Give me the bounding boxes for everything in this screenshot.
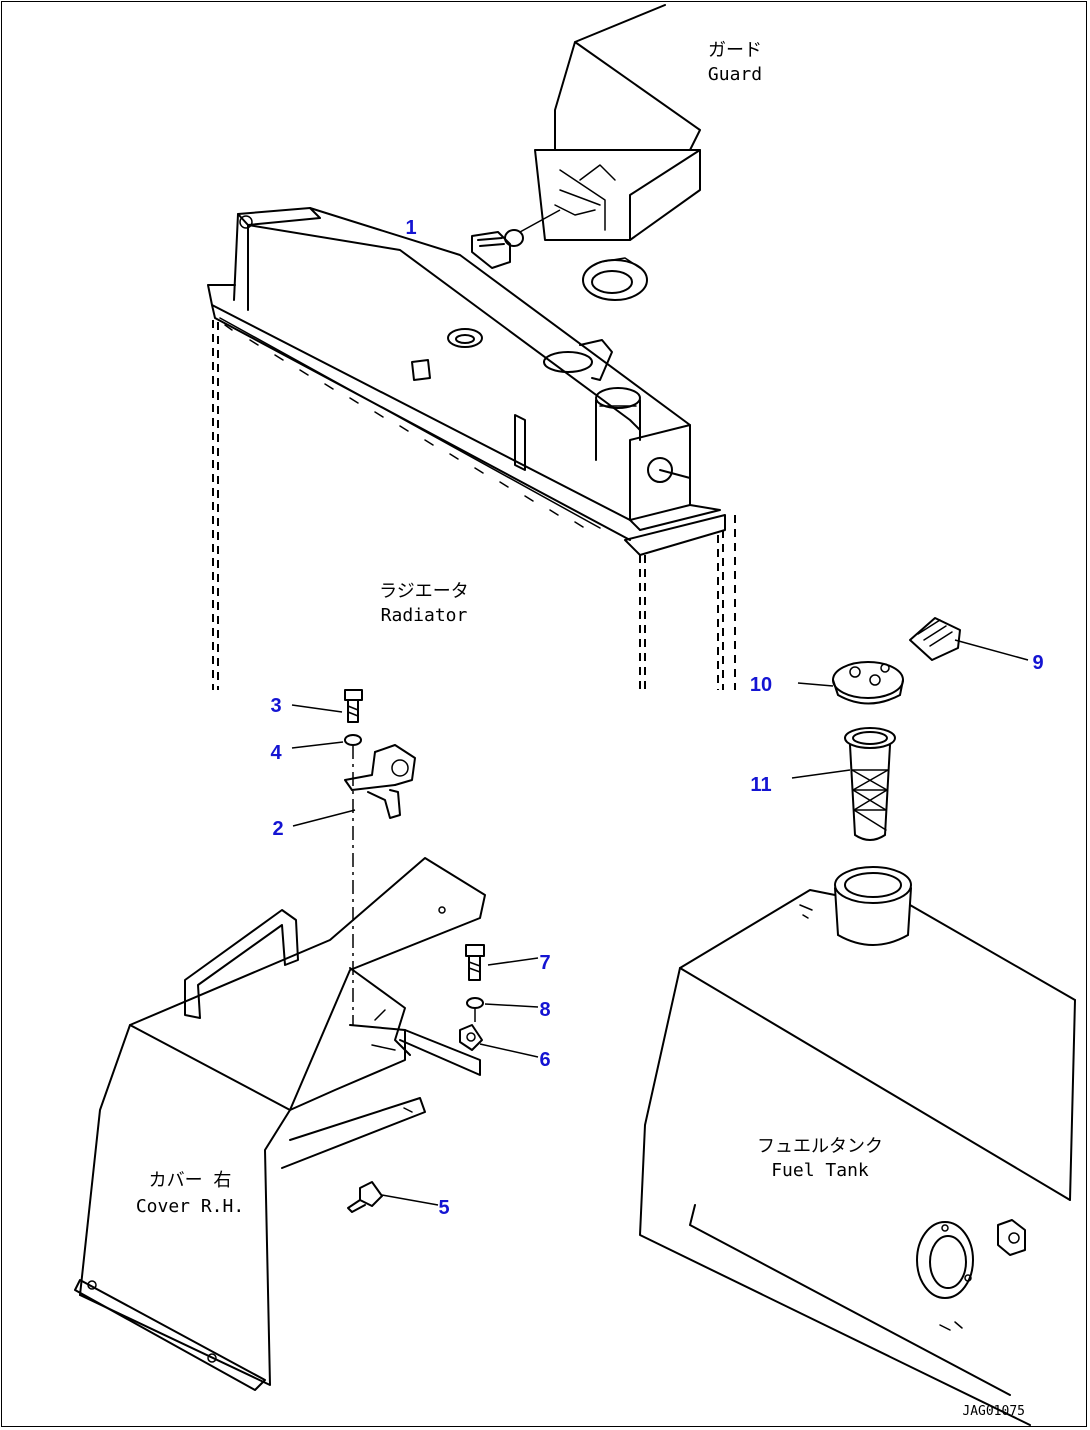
- part-2-bracket: [292, 744, 416, 827]
- cover-rh: [74, 857, 486, 1391]
- fuel-tank-label-en: Fuel Tank: [771, 1160, 869, 1181]
- callout-5[interactable]: 5: [438, 1197, 449, 1219]
- fuel-tank-label-jp: フュエルタンク: [757, 1136, 883, 1157]
- guard-label-en: Guard: [708, 64, 762, 85]
- part-4-washer: [291, 734, 362, 749]
- seal-ring: [582, 257, 648, 301]
- callout-3[interactable]: 3: [270, 695, 281, 717]
- part-1-cap: [471, 209, 561, 269]
- guard-label-jp: ガード: [708, 40, 762, 61]
- part-8-washer: [466, 997, 539, 1009]
- cover-label-en: Cover R.H.: [136, 1196, 244, 1217]
- part-9-sender: [909, 617, 1029, 661]
- guard: [534, 4, 701, 241]
- fuel-tank: [639, 866, 1076, 1426]
- cover-label-jp: カバー 右: [149, 1170, 232, 1191]
- callout-4[interactable]: 4: [270, 742, 282, 764]
- callout-8[interactable]: 8: [539, 999, 550, 1021]
- part-10-cap: [797, 661, 904, 705]
- callout-1[interactable]: 1: [405, 217, 416, 239]
- part-3-bolt: [291, 689, 363, 723]
- callout-10[interactable]: 10: [750, 674, 772, 696]
- callout-2[interactable]: 2: [272, 818, 283, 840]
- callout-7[interactable]: 7: [539, 952, 550, 974]
- part-11-strainer: [791, 727, 896, 841]
- radiator: [207, 207, 736, 690]
- part-5-clip: [347, 1181, 439, 1213]
- radiator-label-en: Radiator: [381, 605, 468, 626]
- radiator-label-jp: ラジエータ: [379, 581, 469, 602]
- callout-6[interactable]: 6: [539, 1049, 550, 1071]
- part-7-bolt: [465, 944, 539, 981]
- callout-11[interactable]: 11: [750, 774, 771, 796]
- callout-9[interactable]: 9: [1032, 652, 1043, 674]
- drawing-code: JAG01075: [962, 1404, 1025, 1419]
- part-6-clip: [459, 1024, 539, 1058]
